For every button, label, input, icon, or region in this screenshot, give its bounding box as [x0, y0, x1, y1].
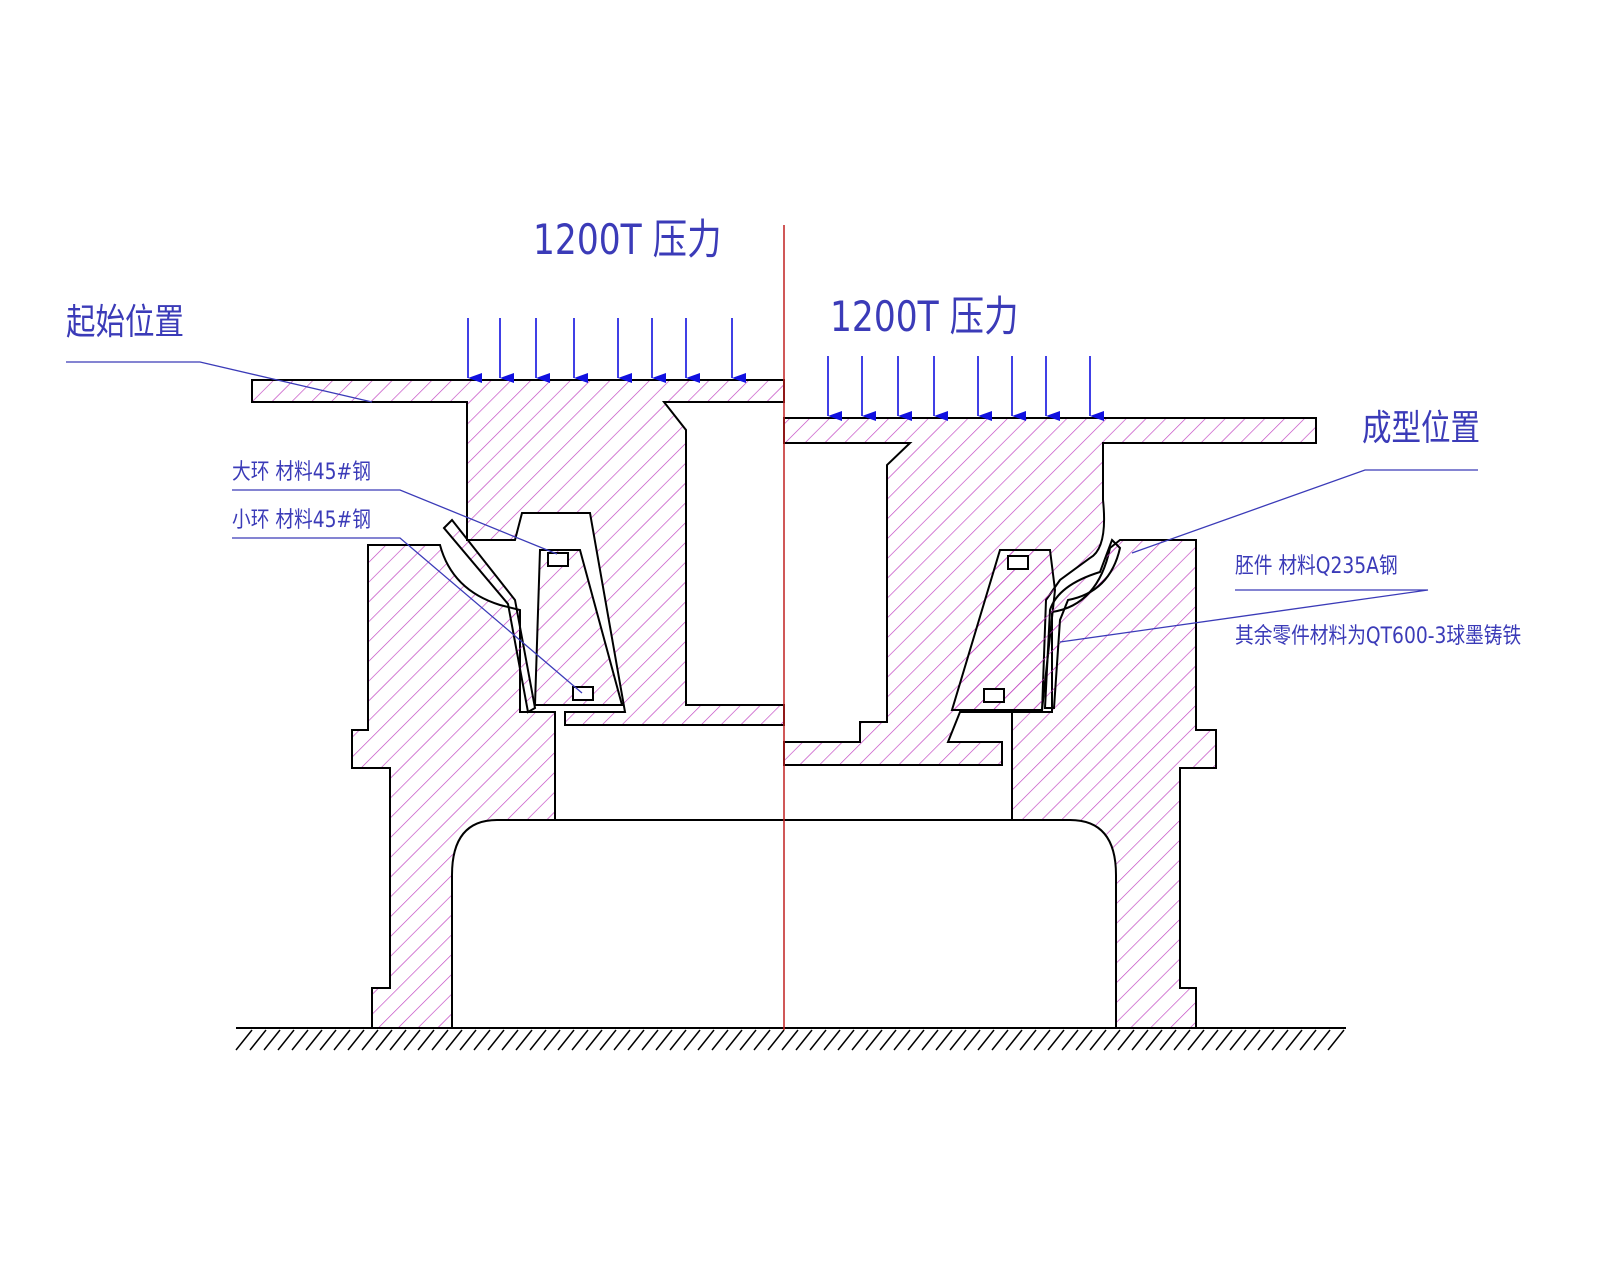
ground-hatch-tick	[585, 1029, 603, 1051]
ground-hatch-tick	[389, 1029, 407, 1051]
ground-hatch-tick	[249, 1029, 267, 1051]
ground-hatch-tick	[487, 1029, 505, 1051]
ground-hatch-tick	[291, 1029, 309, 1051]
ground-hatch-tick	[1173, 1029, 1191, 1051]
other-parts-note: 其余零件材料为QT600-3球墨铸铁	[1235, 624, 1522, 649]
ground-hatch-tick	[1257, 1029, 1275, 1051]
ground-hatch-tick	[1299, 1029, 1317, 1051]
ground-hatch-tick	[1131, 1029, 1149, 1051]
force-arrows-left	[467, 318, 746, 383]
ground-hatch-tick	[529, 1029, 547, 1051]
ground-hatch-tick	[991, 1029, 1009, 1051]
ground-hatch-tick	[1229, 1029, 1247, 1051]
ground-hatch-tick	[1033, 1029, 1051, 1051]
ground-hatch-tick	[557, 1029, 575, 1051]
force-label-left: 1200T 压力	[533, 215, 722, 264]
ground-hatch-tick	[417, 1029, 435, 1051]
ground-hatch-tick	[935, 1029, 953, 1051]
ground-hatch-tick	[711, 1029, 729, 1051]
ground-hatch-tick	[725, 1029, 743, 1051]
ground-hatch-tick	[1271, 1029, 1289, 1051]
ground-hatch-tick	[837, 1029, 855, 1051]
ground-hatch-tick	[613, 1029, 631, 1051]
ground-hatch-tick	[305, 1029, 323, 1051]
ground-hatch-tick	[431, 1029, 449, 1051]
small-ring-label: 小环 材料45#钢	[232, 508, 371, 533]
ground-hatch-tick	[641, 1029, 659, 1051]
ring-seal-left-bottom	[572, 686, 594, 701]
ground-hatch-tick	[599, 1029, 617, 1051]
force-label-right: 1200T 压力	[830, 292, 1019, 341]
ground-hatch-tick	[1201, 1029, 1219, 1051]
ground-hatch-tick	[1187, 1029, 1205, 1051]
ring-seal-right-top	[1007, 555, 1029, 570]
ground-hatch-tick	[1047, 1029, 1065, 1051]
ground-hatch-tick	[1243, 1029, 1261, 1051]
ground-hatch-tick	[571, 1029, 589, 1051]
blank-label: 胚件 材料Q235A钢	[1235, 554, 1398, 579]
ground-hatch-tick	[1117, 1029, 1135, 1051]
ground	[235, 1027, 1346, 1051]
ground-hatch-tick	[907, 1029, 925, 1051]
ground-hatch-tick	[795, 1029, 813, 1051]
ground-hatch-tick	[1103, 1029, 1121, 1051]
ground-hatch-tick	[809, 1029, 827, 1051]
ground-hatch-tick	[459, 1029, 477, 1051]
ground-hatch-tick	[697, 1029, 715, 1051]
ground-hatch-tick	[781, 1029, 799, 1051]
ground-hatch-tick	[319, 1029, 337, 1051]
ground-hatch-tick	[823, 1029, 841, 1051]
ground-hatch-tick	[977, 1029, 995, 1051]
ground-hatch-tick	[739, 1029, 757, 1051]
ground-hatch-tick	[1159, 1029, 1177, 1051]
start-position-label: 起始位置	[66, 302, 185, 343]
ground-hatch-tick	[235, 1029, 253, 1051]
ground-hatch-tick	[543, 1029, 561, 1051]
ground-hatch-tick	[515, 1029, 533, 1051]
formed-position-label: 成型位置	[1362, 408, 1481, 449]
ring-seal-right-bottom	[983, 688, 1005, 703]
ground-hatch-tick	[1327, 1029, 1345, 1051]
ground-hatch-tick	[347, 1029, 365, 1051]
ground-hatch-tick	[767, 1029, 785, 1051]
ground-hatch-tick	[865, 1029, 883, 1051]
ground-hatch-tick	[403, 1029, 421, 1051]
leader-lines	[66, 361, 1478, 694]
ground-hatch-tick	[1285, 1029, 1303, 1051]
ground-hatch-tick	[1075, 1029, 1093, 1051]
big-ring-left	[533, 549, 624, 706]
ground-hatch-tick	[851, 1029, 869, 1051]
big-ring-label: 大环 材料45#钢	[232, 460, 371, 485]
ground-hatch-tick	[1313, 1029, 1331, 1051]
blank-right	[1043, 538, 1122, 709]
ground-hatch-tick	[893, 1029, 911, 1051]
ground-hatch-tick	[683, 1029, 701, 1051]
ground-hatch-tick	[1089, 1029, 1107, 1051]
ground-hatch-tick	[669, 1029, 687, 1051]
blank-left	[442, 518, 537, 714]
ground-hatch-tick	[921, 1029, 939, 1051]
ground-hatch-tick	[501, 1029, 519, 1051]
ground-hatch-tick	[333, 1029, 351, 1051]
ground-hatch-tick	[879, 1029, 897, 1051]
ground-hatch-tick	[1145, 1029, 1163, 1051]
ground-hatch-tick	[263, 1029, 281, 1051]
ground-hatch-tick	[375, 1029, 393, 1051]
ground-hatch-tick	[627, 1029, 645, 1051]
ring-seal-left-top	[547, 552, 569, 567]
ground-hatch-tick	[655, 1029, 673, 1051]
force-arrows-right	[827, 356, 1104, 421]
ground-hatch-tick	[361, 1029, 379, 1051]
ground-hatch-tick	[949, 1029, 967, 1051]
ground-hatch-tick	[1005, 1029, 1023, 1051]
ground-hatch-tick	[1215, 1029, 1233, 1051]
ground-hatch-tick	[445, 1029, 463, 1051]
ground-hatch-tick	[1019, 1029, 1037, 1051]
ground-hatch-tick	[473, 1029, 491, 1051]
ground-hatch-tick	[963, 1029, 981, 1051]
ground-hatch-tick	[277, 1029, 295, 1051]
ground-hatch-tick	[1061, 1029, 1079, 1051]
ground-hatch-tick	[753, 1029, 771, 1051]
